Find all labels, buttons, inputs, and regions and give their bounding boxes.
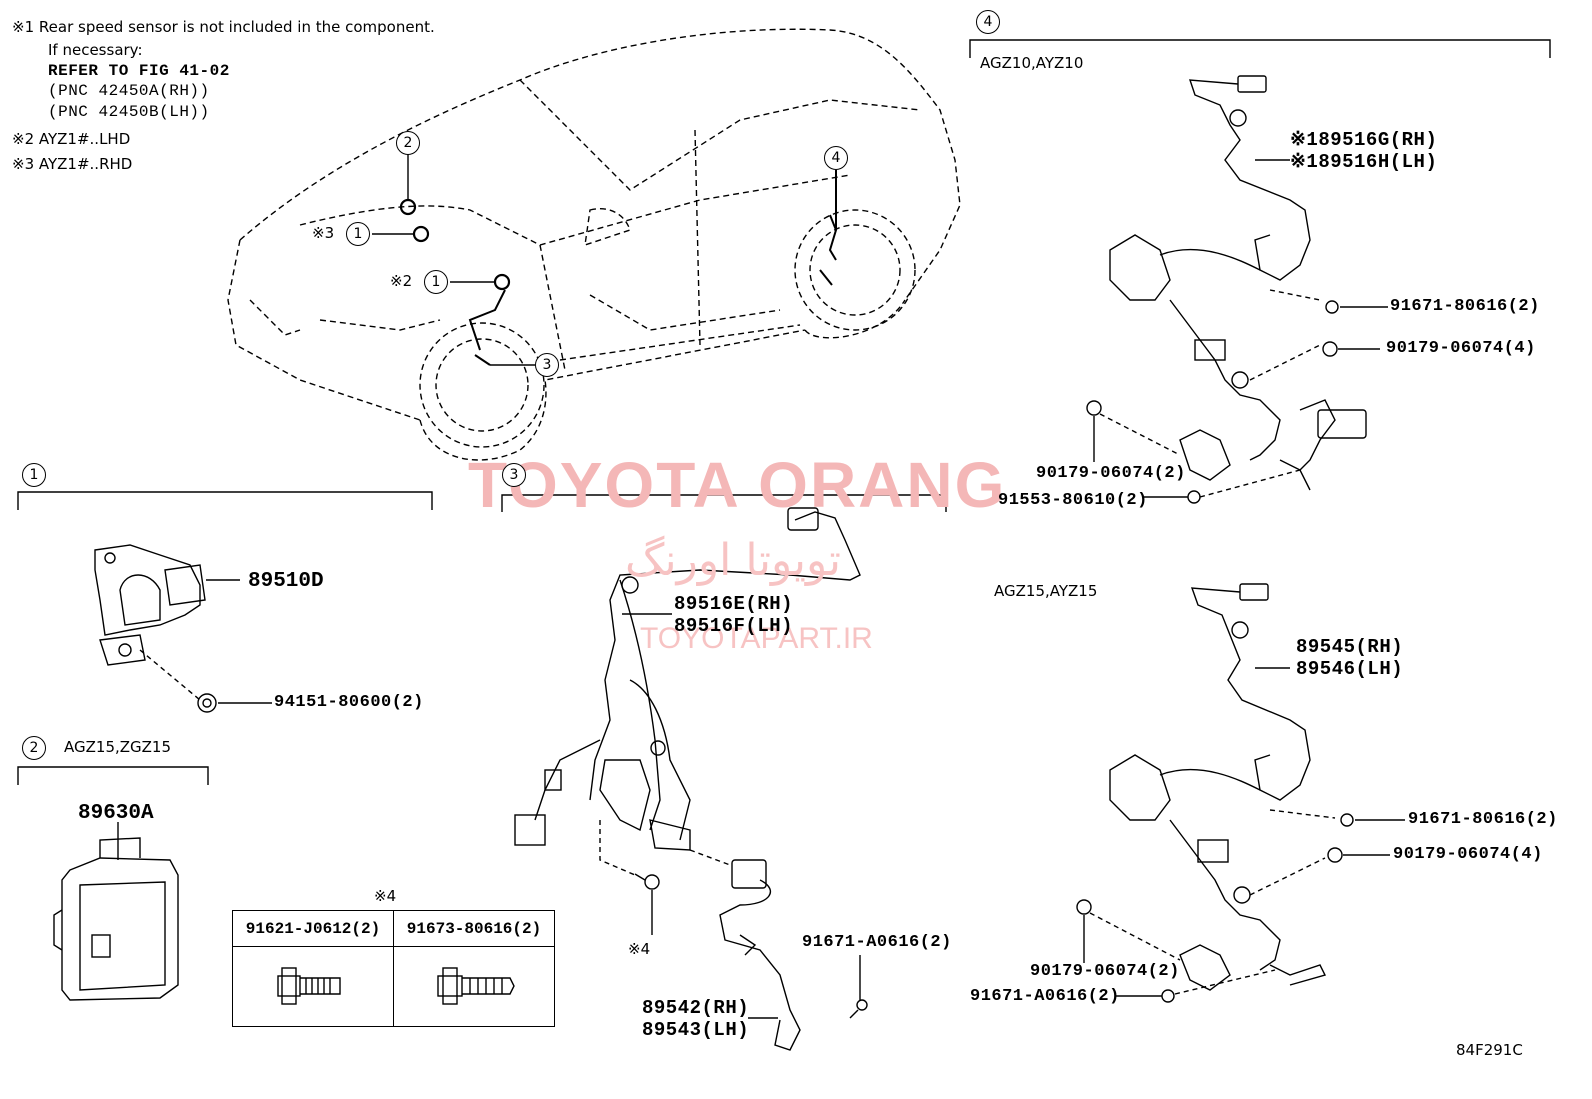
section2-number: 2	[22, 736, 46, 760]
section2-models: AGZ15,ZGZ15	[64, 738, 172, 756]
bolt-table: 91621-J0612(2) 91673-80616(2)	[232, 910, 555, 1027]
note1-sub: If necessary:	[48, 41, 143, 59]
car-callout-1-lhd: 1	[424, 270, 448, 294]
section2-bracket	[17, 766, 209, 785]
part-89630a: 89630A	[78, 802, 154, 825]
watermark-main: TOYOTA ORANG	[468, 449, 1007, 521]
part-89516h-lh: ※189516H(LH)	[1290, 151, 1438, 173]
note1-pnc-lh: (PNC 42450B(LH))	[48, 103, 210, 121]
bolt-cell-1	[232, 946, 394, 1027]
part-89542-rh: 89542(RH)	[642, 997, 750, 1019]
part-89516f-lh: 89516F(LH)	[674, 615, 794, 637]
part-89546-lh: 89546(LH)	[1296, 658, 1404, 680]
bolt-cell-2	[393, 946, 555, 1027]
section3-bracket	[501, 494, 947, 512]
note2: ※2 AYZ1#..LHD	[12, 130, 131, 148]
sensor-89545-drawing	[1109, 583, 1327, 991]
part-91553-80610: 91553-80610(2)	[998, 491, 1148, 510]
section3-number: 3	[502, 463, 526, 487]
note1-pnc-rh: (PNC 42450A(RH))	[48, 82, 210, 100]
section4-bracket	[969, 39, 1551, 58]
car-mark-2: ※2	[390, 272, 413, 290]
watermark-site: TOYOTAPART.IR	[640, 622, 873, 655]
part-91671-80616-b: 91671-80616(2)	[1408, 810, 1558, 829]
car-outline	[227, 28, 961, 461]
part-89516g-rh: ※189516G(RH)	[1290, 129, 1438, 151]
car-callout-3: 3	[535, 353, 559, 377]
car-callout-4: 4	[824, 146, 848, 170]
bolt-table-col1: 91621-J0612(2)	[232, 910, 394, 947]
car-callout-2: 2	[396, 131, 420, 155]
part-89543-lh: 89543(LH)	[642, 1019, 750, 1041]
car-mark-3: ※3	[312, 224, 335, 242]
bolt-table-mark: ※4	[374, 887, 397, 905]
part-91671-80616-a: 91671-80616(2)	[1390, 297, 1540, 316]
part-90179-06074-a2: 90179-06074(2)	[1036, 464, 1186, 483]
ecu-89630a-drawing	[53, 837, 179, 1001]
sensor-89510d-drawing	[94, 544, 206, 666]
note1-mark: ※1	[12, 18, 35, 36]
part-94151-80600: 94151-80600(2)	[274, 693, 424, 712]
part-89545-rh: 89545(RH)	[1296, 636, 1404, 658]
section4-models-a: AGZ10,AYZ10	[980, 54, 1084, 72]
note1-ref: REFER TO FIG 41-02	[48, 62, 230, 80]
bolt-table-col2: 91673-80616(2)	[393, 910, 555, 947]
part-90179-06074-b2: 90179-06074(2)	[1030, 962, 1180, 981]
sensor-89542-drawing	[719, 859, 801, 1051]
section1-bracket	[17, 491, 433, 510]
note1-text: Rear speed sensor is not included in the…	[38, 18, 435, 36]
figure-code: 84F291C	[1456, 1041, 1523, 1059]
note3: ※3 AYZ1#..RHD	[12, 155, 133, 173]
harness-89516e-drawing	[514, 507, 861, 851]
section1-number: 1	[22, 463, 46, 487]
part-90179-06074-a4: 90179-06074(4)	[1386, 339, 1536, 358]
section4-number: 4	[976, 10, 1000, 34]
part-89510d: 89510D	[248, 570, 324, 593]
note1: ※1 Rear speed sensor is not included in …	[12, 20, 435, 35]
section4-models-b: AGZ15,AYZ15	[994, 582, 1098, 600]
part-91671-a0616-b: 91671-A0616(2)	[970, 987, 1120, 1006]
part-90179-06074-b4: 90179-06074(4)	[1393, 845, 1543, 864]
watermark-persian: تویوتا اورنگ	[625, 535, 841, 586]
section3-bolt-mark: ※4	[628, 940, 651, 958]
car-callout-1-rhd: 1	[346, 222, 370, 246]
harness-89516g-drawing	[1109, 75, 1367, 491]
part-91671-a0616: 91671-A0616(2)	[802, 933, 952, 952]
part-89516e-rh: 89516E(RH)	[674, 593, 794, 615]
